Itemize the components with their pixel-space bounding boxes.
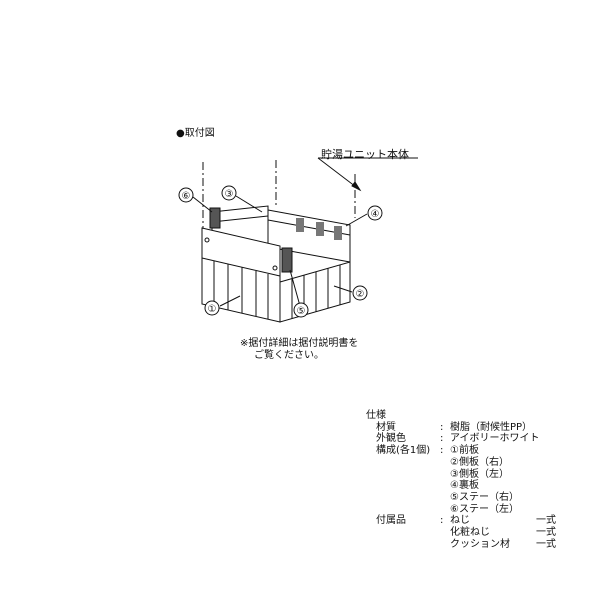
spec-row-material: 材質 : 樹脂（耐候性PP）: [366, 422, 556, 434]
spec-row-color: 外観色 : アイボリーホワイト: [366, 433, 556, 445]
screw-hole: [204, 237, 210, 243]
spec-value: 樹脂（耐候性PP）: [450, 421, 533, 433]
callout-2: ②: [356, 289, 365, 300]
front-plate-rib: [201, 257, 281, 277]
note-line: ※据付詳細は据付説明書を: [240, 338, 359, 349]
callout-leader-5: [289, 269, 301, 307]
stay-right: [281, 247, 293, 273]
callout-circle: [204, 300, 220, 316]
accessory-name: 化粧ねじ: [450, 527, 490, 539]
spec-value: アイボリーホワイト: [450, 433, 540, 445]
section-title: ●取付図: [176, 128, 215, 139]
callout-leader-6: [192, 196, 213, 213]
spec-key: 付属品: [376, 515, 406, 527]
accessory-name: ねじ: [450, 515, 470, 527]
callout-circle: [293, 302, 309, 318]
callout-1: ①: [208, 304, 217, 315]
part-item: ③側板（左）: [450, 468, 509, 480]
callout-3: ③: [225, 189, 234, 200]
callout-5: ⑤: [297, 306, 306, 317]
callout-leader-3: [235, 195, 263, 213]
front-plate: [201, 227, 281, 323]
callout-leader-2: [333, 285, 353, 293]
note-line: ご覧ください。: [254, 350, 324, 361]
part-item: ②側板（右）: [450, 456, 509, 468]
spec-heading: 仕様: [366, 410, 386, 421]
spec-key: 材質: [376, 421, 396, 433]
accessory-item: ねじ 一式: [450, 515, 556, 527]
accessory-qty: 一式: [536, 515, 556, 527]
callout-6: ⑥: [182, 191, 191, 202]
callout-4: ④: [371, 209, 380, 220]
callout-circle: [367, 205, 383, 221]
accessory-qty: 一式: [536, 538, 556, 550]
accessory-qty: 一式: [536, 527, 556, 539]
spec-sep: :: [440, 445, 444, 457]
installation-note: ※据付詳細は据付説明書を ご覧ください。: [240, 338, 358, 362]
callout-circle: [178, 187, 194, 203]
spec-row-accessories: 付属品 : ねじ 一式 化粧ねじ 一式 クッション材 一式: [366, 515, 556, 550]
spec-value: ねじ 一式 化粧ねじ 一式 クッション材 一式: [450, 515, 556, 550]
accessory-item: 化粧ねじ 一式: [450, 527, 556, 539]
left-side-rib: [211, 215, 269, 223]
callout-circle: [221, 185, 237, 201]
callout-circle: [352, 285, 368, 301]
spec-key: 構成(各1個): [376, 445, 431, 457]
accessory-name: クッション材: [450, 538, 510, 550]
part-item: ④裏板: [450, 480, 479, 492]
spec-sep: :: [440, 433, 444, 445]
spec-block: 仕様 材質 : 樹脂（耐候性PP） 外観色 : アイボリーホワイト 構成(各1個…: [366, 410, 556, 550]
part-item: ①前板: [450, 445, 479, 457]
spec-value: ①前板 ②側板（右） ③側板（左） ④裏板 ⑤ステー（右） ⑥ステー（左）: [450, 445, 519, 515]
leader-arrowhead: [351, 181, 362, 192]
part-item: ⑤ステー（右）: [450, 491, 519, 503]
spec-sep: :: [440, 515, 444, 527]
spec-sep: :: [440, 421, 444, 433]
spec-key: 外観色: [376, 433, 406, 445]
callout-leader-4: [345, 213, 368, 227]
stay-left: [209, 207, 221, 229]
part-item: ⑥ステー（左）: [450, 503, 519, 515]
accessory-item: クッション材 一式: [450, 539, 556, 551]
spec-row-composition: 構成(各1個) : ①前板 ②側板（右） ③側板（左） ④裏板 ⑤ステー（右） …: [366, 445, 556, 515]
unit-label: 貯湯ユニット本体: [321, 148, 409, 161]
callout-leader-1: [219, 295, 241, 307]
screw-hole: [272, 265, 278, 271]
